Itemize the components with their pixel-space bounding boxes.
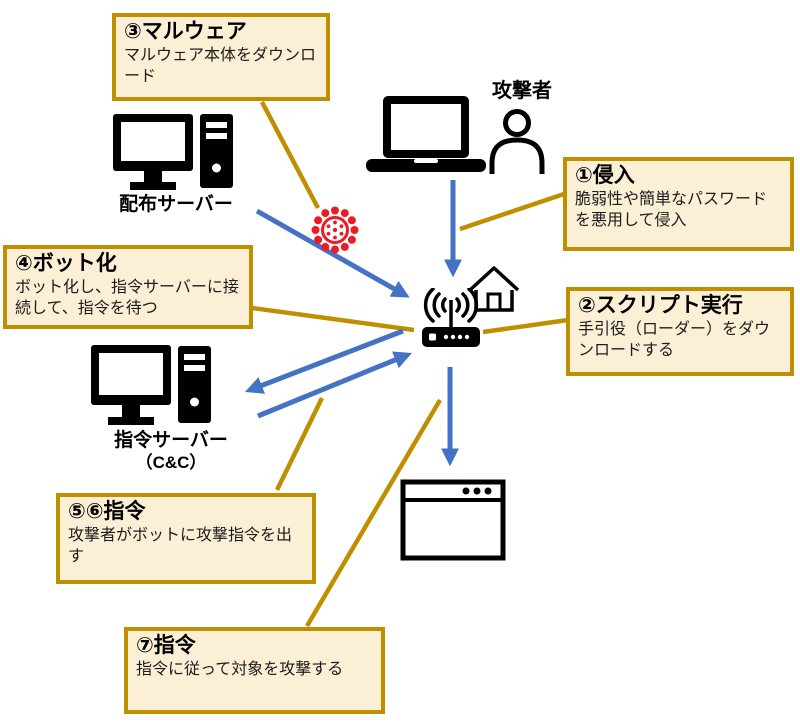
callout-body: 脆弱性や簡単なパスワードを悪用して侵入 <box>575 191 768 230</box>
laptop-icon <box>364 93 488 175</box>
callout-title: ③マルウェア <box>124 20 247 43</box>
callout-step56-command: ⑤⑥指令 攻撃者がボットに攻撃指令を出す <box>56 493 316 584</box>
desktop-computer-icon <box>90 344 212 426</box>
callout-step7-command: ⑦指令 指令に従って対象を攻撃する <box>124 627 385 714</box>
command-server-label: 指令サーバー （C&C） <box>88 430 254 474</box>
callout-title: ②スクリプト実行 <box>578 294 743 317</box>
callout-step2-script-execution: ②スクリプト実行 手引役（ローダー）をダウンロードする <box>566 287 794 376</box>
distribution-server-label: 配布サーバー <box>119 194 233 215</box>
callout-title: ⑦指令 <box>136 634 196 657</box>
callout-body: 手引役（ローダー）をダウンロードする <box>578 321 771 360</box>
connector-step2-to-router <box>482 317 569 335</box>
callout-step3-malware: ③マルウェア マルウェア本体をダウンロード <box>112 13 330 101</box>
callout-title: ④ボット化 <box>15 252 117 275</box>
callout-body: 攻撃者がボットに攻撃指令を出す <box>68 527 293 566</box>
arrow-command-server-to-router <box>257 351 412 419</box>
arrow-distribution-server-to-router <box>255 208 410 298</box>
person-icon <box>488 108 546 175</box>
connector-step1-to-intrusion-arrow <box>459 191 565 232</box>
connector-step4-to-router <box>251 305 415 333</box>
desktop-computer-icon <box>112 113 234 191</box>
connector-step56-to-command-arrows <box>274 397 325 491</box>
callout-body: ボット化し、指令サーバーに接続して、指令を待つ <box>15 279 239 318</box>
callout-title: ①侵入 <box>575 164 635 187</box>
command-server-name: 指令サーバー <box>114 430 228 451</box>
browser-window-icon <box>400 479 506 561</box>
virus-icon <box>308 203 362 257</box>
callout-step1-intrusion: ①侵入 脆弱性や簡単なパスワードを悪用して侵入 <box>563 157 794 251</box>
arrow-router-to-command-server <box>244 328 404 394</box>
callout-body: 指令に従って対象を攻撃する <box>136 661 344 679</box>
router-icon <box>408 287 508 350</box>
connector-step7-to-attack-arrow <box>305 398 442 628</box>
attacker-label: 攻撃者 <box>492 80 552 102</box>
command-server-sub-label: （C&C） <box>135 452 207 472</box>
connector-step3-to-malware <box>260 100 320 210</box>
callout-body: マルウェア本体をダウンロード <box>124 47 317 86</box>
callout-title: ⑤⑥指令 <box>68 500 146 523</box>
callout-step4-botization: ④ボット化 ボット化し、指令サーバーに接続して、指令を待つ <box>3 245 253 329</box>
